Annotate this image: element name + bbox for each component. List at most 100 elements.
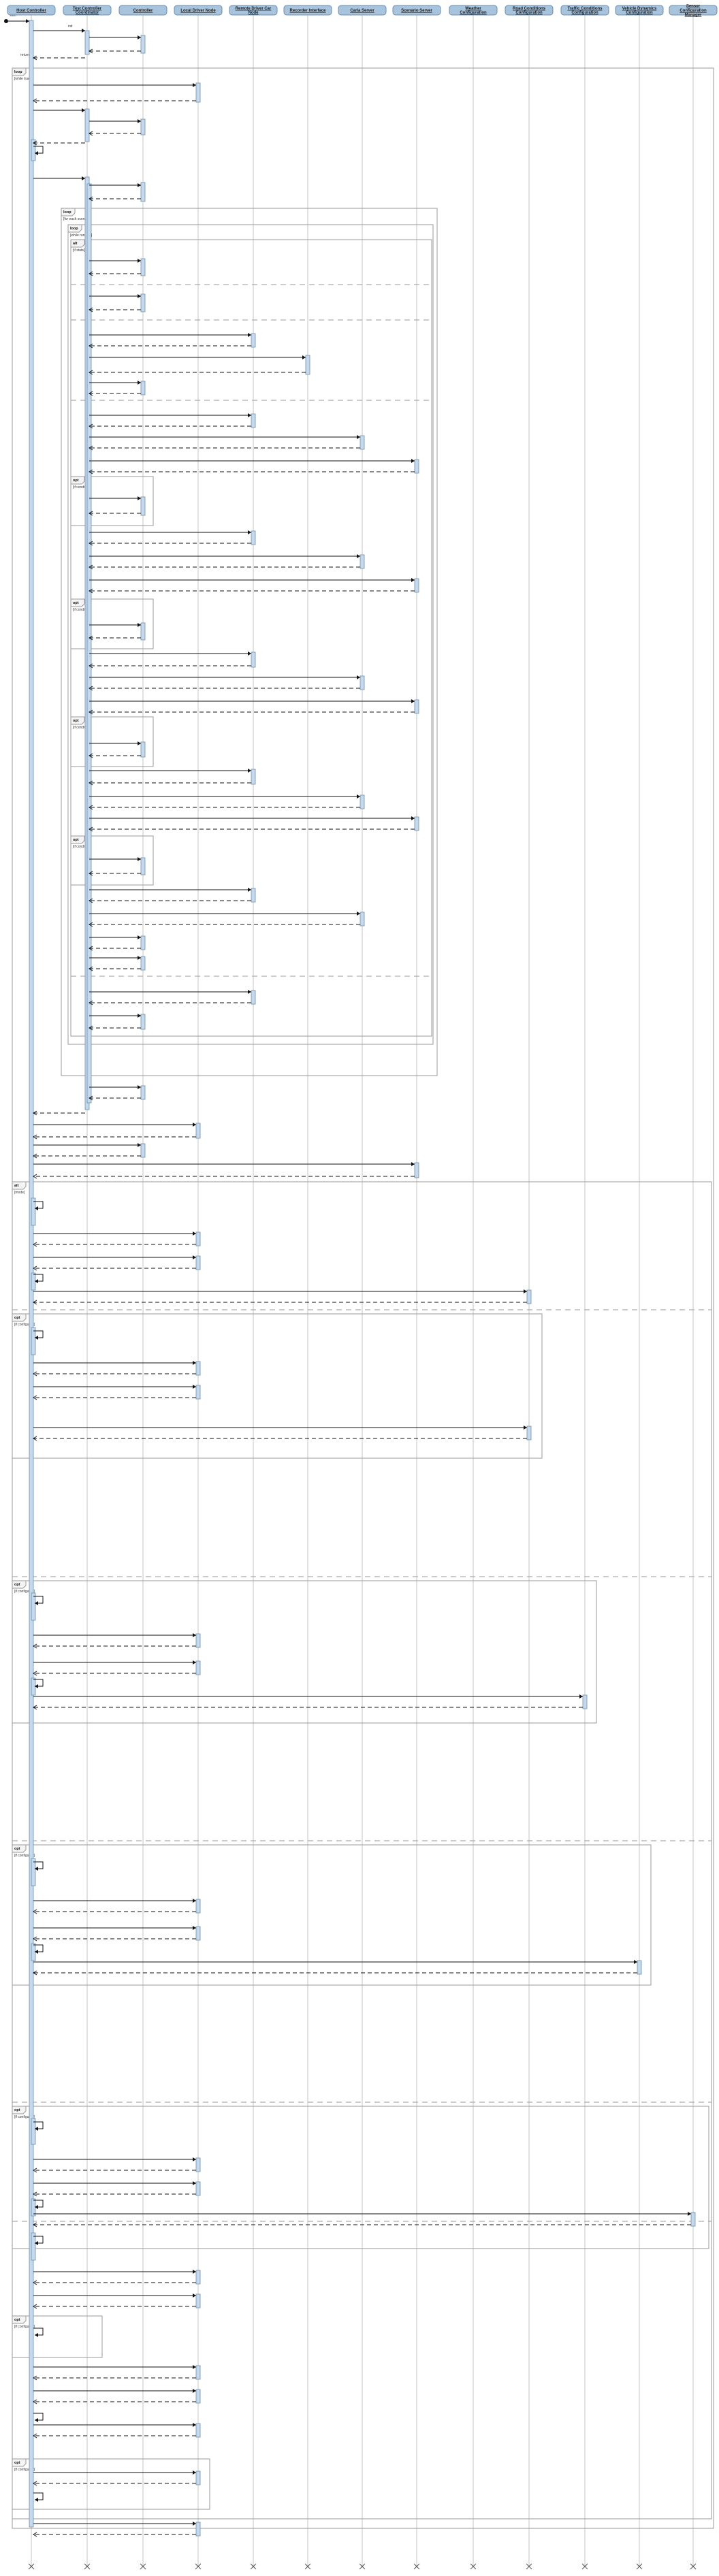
activation-bar bbox=[251, 413, 256, 428]
arrow-head bbox=[33, 1671, 37, 1676]
activation-bar bbox=[637, 1960, 642, 1975]
destroy-mark bbox=[84, 2563, 91, 2570]
arrow-head bbox=[89, 753, 93, 758]
fragment-tag bbox=[70, 835, 85, 844]
participant-box bbox=[392, 5, 441, 16]
arrow-head bbox=[33, 2532, 37, 2537]
fragment-kind: alt bbox=[73, 242, 78, 246]
activation-bar bbox=[414, 578, 419, 593]
fragment-condition: [if configured] bbox=[14, 2468, 35, 2472]
arrow-head bbox=[33, 1371, 37, 1376]
arrow-head bbox=[89, 391, 93, 396]
message-label: return bbox=[20, 53, 29, 57]
arrow-head bbox=[33, 2168, 37, 2173]
destroy-mark bbox=[359, 2563, 366, 2570]
arrow-head bbox=[89, 343, 93, 349]
arrow-head bbox=[33, 2280, 37, 2285]
self-message bbox=[33, 1274, 44, 1282]
activation-bar bbox=[360, 554, 365, 569]
activation-bar bbox=[195, 1385, 201, 1400]
fragment-frame bbox=[70, 476, 154, 526]
arrow-head bbox=[302, 355, 306, 359]
arrow-head bbox=[33, 1705, 37, 1710]
arrow-head bbox=[33, 2222, 37, 2227]
arrow-head bbox=[138, 741, 141, 745]
arrow-head bbox=[89, 271, 93, 276]
activation-bar bbox=[251, 769, 256, 785]
arrow-head bbox=[193, 1899, 196, 1903]
fragment-condition: [if condition] bbox=[73, 845, 91, 849]
participant-label: Controller bbox=[133, 9, 153, 13]
arrow-head bbox=[89, 511, 93, 516]
participant-label: Remote Driver Car bbox=[236, 7, 272, 11]
fragment-frame bbox=[12, 1313, 543, 1459]
activation-bar bbox=[140, 956, 146, 971]
activation-bar bbox=[31, 1858, 36, 1886]
arrow-head bbox=[35, 1950, 38, 1954]
arrow-head bbox=[248, 888, 251, 892]
participant-box bbox=[7, 5, 56, 16]
arrow-head bbox=[33, 1909, 37, 1914]
participant-label: Carla Server bbox=[350, 9, 374, 13]
activation-bar bbox=[582, 1694, 588, 1709]
start-node bbox=[4, 19, 8, 23]
participant-label: Coordinator bbox=[76, 11, 99, 15]
activation-bar bbox=[360, 912, 365, 927]
fragment-frame bbox=[12, 2458, 210, 2510]
fragment-frame bbox=[12, 2315, 103, 2358]
participant-label: Manager bbox=[685, 13, 702, 17]
arrow-head bbox=[33, 2191, 37, 2197]
fragment-condition: [mode] bbox=[14, 1191, 25, 1195]
activation-bar bbox=[195, 1255, 201, 1270]
arrow-head bbox=[138, 1014, 141, 1018]
arrow-head bbox=[35, 2241, 38, 2245]
activation-bar bbox=[195, 1633, 201, 1648]
arrow-head bbox=[89, 922, 93, 927]
arrow-head bbox=[89, 1025, 93, 1031]
arrow-head bbox=[138, 496, 141, 500]
fragment-condition: [for each scenario] bbox=[63, 217, 92, 221]
destroy-mark bbox=[690, 2563, 697, 2570]
fragment-tag bbox=[67, 224, 82, 233]
arrow-head bbox=[138, 857, 141, 861]
fragment-tag bbox=[70, 239, 85, 248]
self-message bbox=[33, 2236, 44, 2244]
arrow-head bbox=[33, 1970, 37, 1976]
arrow-head bbox=[193, 2522, 196, 2526]
participant-box bbox=[338, 5, 387, 16]
arrow-head bbox=[193, 1361, 196, 1365]
arrow-head bbox=[411, 1162, 415, 1166]
participant-box bbox=[229, 5, 278, 16]
activation-bar bbox=[140, 182, 146, 202]
fragment-condition: [if condition] bbox=[73, 726, 91, 730]
arrow-head bbox=[33, 1936, 37, 1942]
arrow-head bbox=[89, 946, 93, 951]
participant-label: Recorder Interface bbox=[289, 9, 326, 13]
arrow-head bbox=[33, 2433, 37, 2438]
arrow-head bbox=[89, 131, 93, 136]
activation-bar bbox=[195, 2157, 201, 2172]
arrow-head bbox=[35, 1279, 38, 1283]
destroy-mark bbox=[413, 2563, 420, 2570]
arrow-head bbox=[357, 435, 360, 439]
arrow-head bbox=[33, 1436, 37, 1441]
participant-box bbox=[505, 5, 554, 16]
activation-bar bbox=[140, 1085, 146, 1100]
self-message bbox=[33, 2200, 44, 2208]
arrow-head bbox=[138, 35, 141, 39]
participant-label: Configuration bbox=[626, 11, 653, 15]
fragment-condition: [if condition] bbox=[73, 608, 91, 612]
fragment-tag bbox=[70, 598, 85, 607]
fragment-tag bbox=[12, 1580, 27, 1589]
activation-bar bbox=[195, 2423, 201, 2438]
arrow-head bbox=[33, 1395, 37, 1400]
activation-bar bbox=[251, 530, 256, 545]
activation-bar bbox=[84, 30, 90, 55]
activation-bar bbox=[251, 333, 256, 348]
activation-bar bbox=[140, 118, 146, 135]
arrow-head bbox=[89, 709, 93, 715]
activation-bar bbox=[195, 1231, 201, 1246]
activation-bar bbox=[414, 1162, 419, 1178]
destroy-mark bbox=[250, 2563, 257, 2570]
arrow-head bbox=[89, 635, 93, 641]
